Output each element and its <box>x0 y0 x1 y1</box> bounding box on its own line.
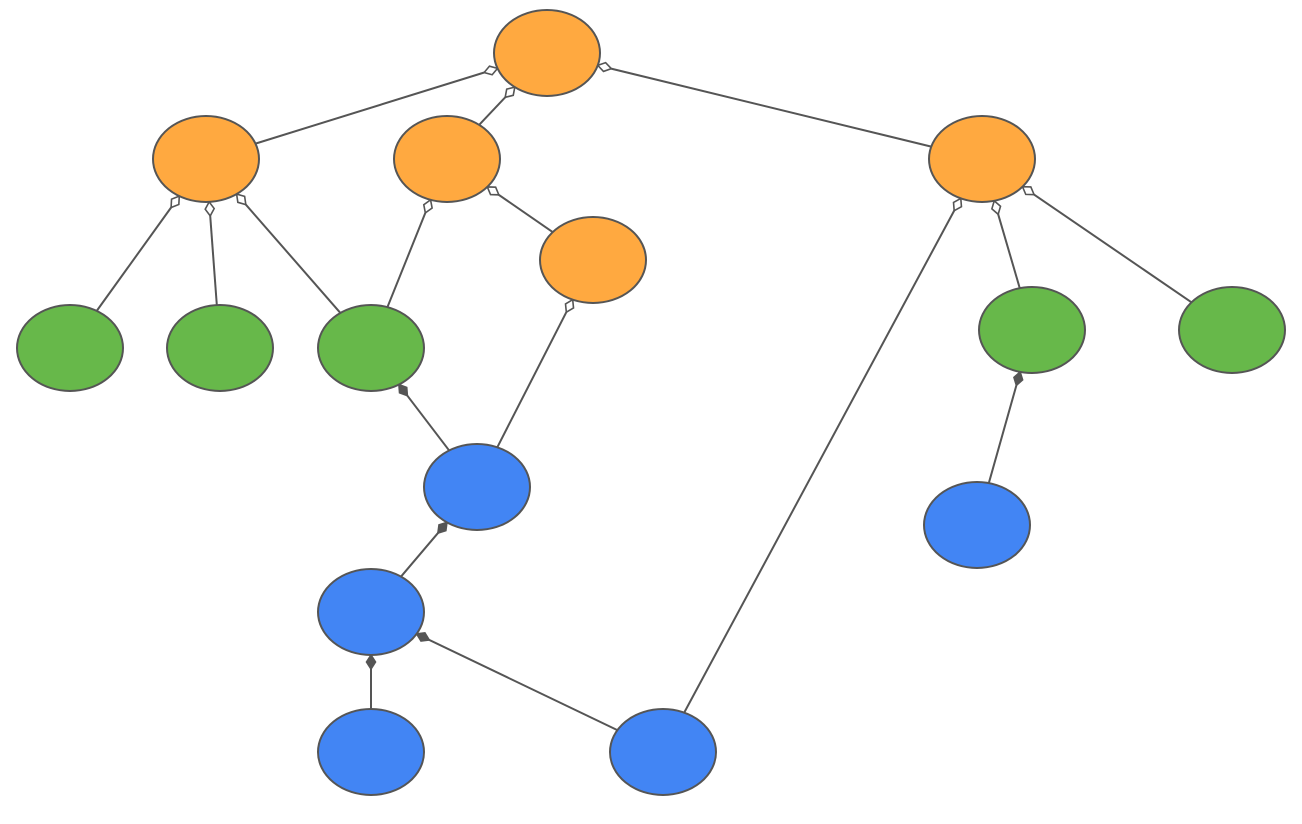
open-diamond-icon <box>990 199 1002 216</box>
edge-o-left-to-g-3 <box>235 193 342 314</box>
node-o-midc[interactable] <box>539 216 647 304</box>
node-o-right[interactable] <box>928 115 1036 203</box>
edge-b-3-to-b-5 <box>416 632 618 732</box>
filled-diamond-icon <box>1013 370 1024 387</box>
edge-o-right-to-b-5 <box>683 197 962 714</box>
node-b-1[interactable] <box>423 443 531 531</box>
edge-o-midc-to-b-1 <box>496 299 574 448</box>
node-g-4[interactable] <box>978 286 1086 374</box>
filled-diamond-icon <box>365 653 377 671</box>
open-diamond-icon <box>422 198 434 215</box>
edge-o-root-to-o-left <box>255 67 498 145</box>
node-o-left[interactable] <box>152 115 260 203</box>
open-diamond-icon <box>170 194 181 209</box>
node-g-5[interactable] <box>1178 286 1286 374</box>
node-g-2[interactable] <box>166 304 274 392</box>
node-o-root[interactable] <box>493 9 601 97</box>
open-diamond-icon <box>204 200 216 218</box>
open-diamond-icon <box>596 61 613 73</box>
open-diamond-icon <box>1021 185 1036 196</box>
edge-o-left-to-g-1 <box>95 195 181 312</box>
open-diamond-icon <box>482 65 499 76</box>
open-diamond-icon <box>952 197 963 213</box>
edge-g-4-to-b-2 <box>987 371 1022 484</box>
nodes-layer <box>16 9 1286 796</box>
node-b-5[interactable] <box>609 708 717 796</box>
edges-layer <box>95 64 1193 732</box>
open-diamond-icon <box>235 192 247 206</box>
edge-o-left-to-g-2 <box>208 201 218 306</box>
filled-diamond-icon <box>415 631 431 642</box>
edge-o-mid-to-g-3 <box>386 199 432 308</box>
open-diamond-icon <box>486 186 501 196</box>
edge-o-root-to-o-right <box>597 64 932 148</box>
open-diamond-icon <box>504 86 516 99</box>
node-b-2[interactable] <box>923 481 1031 569</box>
markers-layer <box>170 61 1036 671</box>
open-diamond-icon <box>564 298 575 314</box>
filled-diamond-icon <box>436 521 448 535</box>
node-g-3[interactable] <box>317 304 425 392</box>
edge-o-right-to-g-5 <box>1021 185 1193 304</box>
node-b-3[interactable] <box>317 568 425 656</box>
filled-diamond-icon <box>397 383 409 397</box>
node-b-4[interactable] <box>317 708 425 796</box>
node-g-1[interactable] <box>16 304 124 392</box>
node-o-mid[interactable] <box>393 115 501 203</box>
